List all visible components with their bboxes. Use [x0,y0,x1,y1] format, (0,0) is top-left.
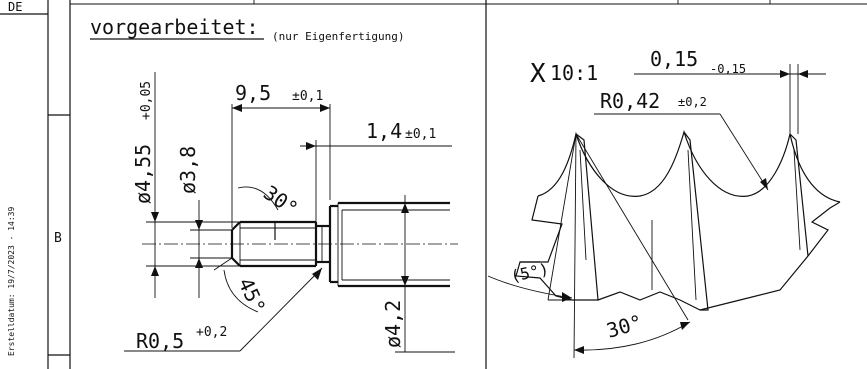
detail-width-tol: -0,15 [710,62,746,76]
part-outline [142,201,458,288]
dim-groove: 1,4 [366,119,402,143]
dim-shaft-diameter: ø4,2 [381,300,405,348]
detail-label: X [530,59,546,89]
dim-outer-diameter: ø4,55 [131,144,155,204]
view-subtitle: (nur Eigenfertigung) [272,30,404,43]
detail-angle-30: 30° [604,310,645,343]
zone-label: B [54,231,62,246]
dim-groove-tol: ±0,1 [405,127,436,142]
corner-label: DE [8,0,22,14]
detail-geometry [487,64,841,359]
detail-radius-tol: ±0,2 [678,95,707,109]
dim-outer-diameter-tol: +0,05 [139,81,154,120]
detail-radius: R0,42 [600,89,660,113]
arrowheads [151,104,409,286]
dim-radius: R0,5 [136,329,184,353]
creation-date: Erstelldatum: 19/7/2023 - 14:39 [7,207,16,356]
dim-inner-diameter: ø3,8 [176,146,200,194]
detail-scale: 10:1 [550,61,598,85]
dim-angle-45: 45° [233,274,270,317]
view-title: vorgearbeitet: [90,15,259,39]
dim-radius-tol: +0,2 [196,325,227,340]
dim-length-tol: ±0,1 [292,89,323,104]
dimension-lines [124,72,455,353]
dim-angle-30: 30° [259,180,302,220]
detail-width: 0,15 [650,47,698,71]
dim-length: 9,5 [235,81,271,105]
